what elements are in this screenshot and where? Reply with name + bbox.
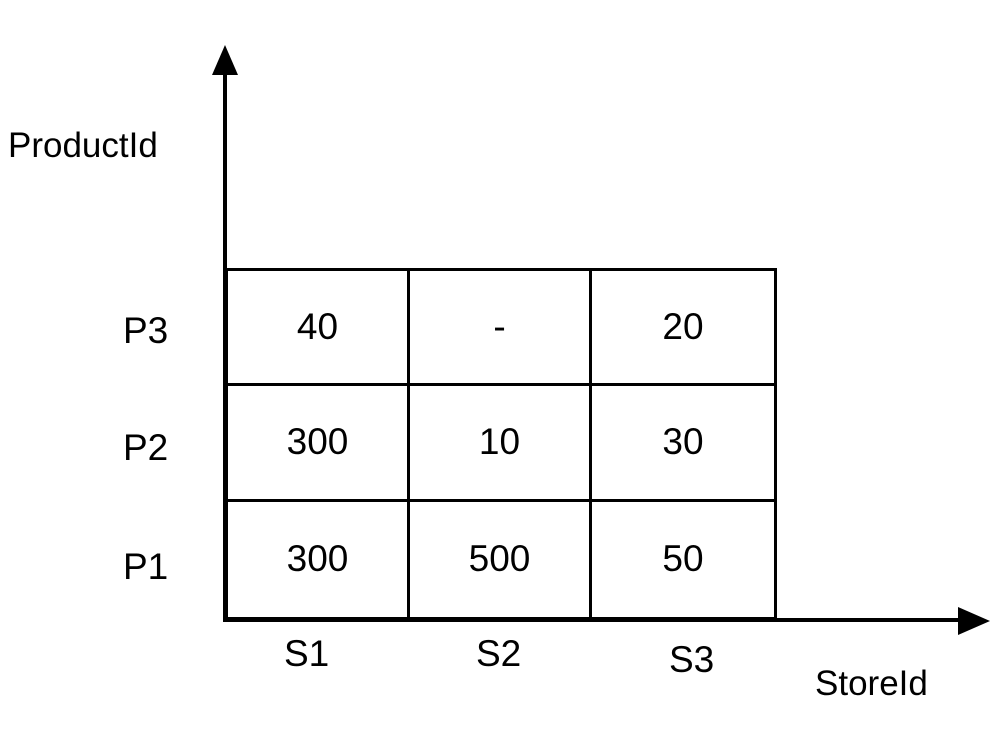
grid-cell-p1-s2: 500: [410, 501, 592, 617]
grid-cell-p2-s1: 300: [228, 386, 410, 502]
grid-cell-p2-s2: 10: [410, 386, 592, 502]
column-label-s1: S1: [284, 633, 330, 674]
row-label-p2: P2: [123, 427, 169, 468]
x-axis-title: StoreId: [815, 664, 928, 703]
grid-cell-p2-s3: 30: [592, 386, 774, 502]
y-axis-title: ProductId: [8, 126, 158, 165]
row-label-p1: P1: [123, 546, 169, 587]
grid-cell-p3-s3: 20: [592, 271, 774, 387]
grid-cell-p3-s2: -: [410, 271, 592, 387]
column-label-s3: S3: [669, 639, 715, 680]
grid-cell-p1-s1: 300: [228, 501, 410, 617]
column-label-s2: S2: [476, 633, 522, 674]
grid-cell-p3-s1: 40: [228, 271, 410, 387]
data-grid: 40 - 20 300 10 30 300 500 50: [225, 268, 777, 620]
grid-cell-p1-s3: 50: [662, 538, 704, 580]
row-label-p3: P3: [123, 310, 169, 351]
y-axis-arrowhead: [212, 45, 238, 75]
x-axis-arrowhead: [958, 607, 990, 635]
